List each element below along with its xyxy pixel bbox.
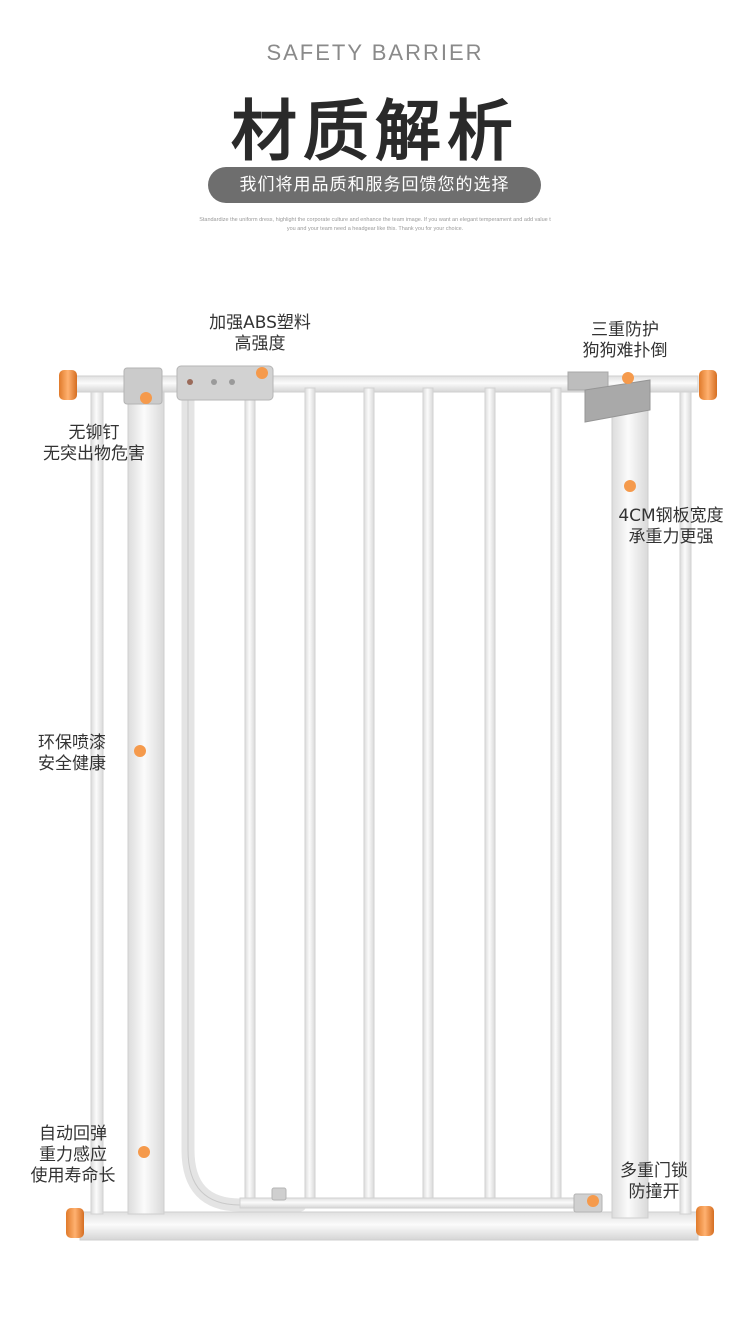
outer-frame bbox=[75, 375, 699, 1241]
left-top-connector bbox=[123, 367, 163, 405]
label-line: 多重门锁 bbox=[620, 1161, 688, 1181]
label-line: 重力感应 bbox=[39, 1145, 107, 1165]
gate-bar bbox=[550, 387, 562, 1201]
gate-bar bbox=[363, 387, 375, 1201]
abs-hinge-block bbox=[176, 365, 274, 401]
annotation-dot bbox=[138, 1146, 150, 1158]
label-line: 环保喷漆 bbox=[38, 733, 106, 753]
knob-bottom-right bbox=[696, 1206, 714, 1236]
knob-top-left bbox=[59, 370, 77, 400]
gate-bottom-bar bbox=[239, 1197, 601, 1209]
label-line: 安全健康 bbox=[38, 754, 106, 774]
annotation-dot bbox=[587, 1195, 599, 1207]
screw-icon bbox=[211, 379, 217, 385]
label-line: 承重力更强 bbox=[628, 527, 714, 547]
fine-print-line: you and your team need a headgear like t… bbox=[286, 226, 464, 232]
pressure-knobs bbox=[59, 370, 717, 1238]
annotation-dot bbox=[140, 392, 152, 404]
label-line: 无铆钉 bbox=[68, 423, 120, 443]
annotation-dot bbox=[256, 367, 268, 379]
page-title: 材质解析 bbox=[231, 93, 519, 170]
label-line: 无突出物危害 bbox=[43, 444, 145, 464]
label-line: 4CM钢板宽度 bbox=[618, 506, 724, 526]
plastic-parts bbox=[123, 365, 651, 1213]
label-steel-width: 4CM钢板宽度 承重力更强 bbox=[606, 506, 736, 548]
right-steel-plate bbox=[611, 391, 649, 1219]
outer-left-post bbox=[90, 391, 104, 1215]
gate-door bbox=[181, 387, 601, 1212]
subtitle-en: SAFETY BARRIER bbox=[266, 40, 484, 65]
outer-right-post bbox=[679, 391, 692, 1215]
label-line: 加强ABS塑料 bbox=[209, 313, 311, 333]
annotation-dot bbox=[624, 480, 636, 492]
annotation-dot bbox=[134, 745, 146, 757]
left-steel-plate bbox=[127, 391, 165, 1215]
bottom-rail bbox=[79, 1211, 699, 1241]
fine-print: Standardize the uniform dress, highlight… bbox=[175, 216, 575, 234]
knob-top-right bbox=[699, 370, 717, 400]
screw-icon bbox=[187, 379, 193, 385]
annotation-dot bbox=[622, 372, 634, 384]
gate-inner-bar bbox=[244, 399, 256, 1201]
label-line: 使用寿命长 bbox=[30, 1166, 116, 1186]
label-line: 狗狗难扑倒 bbox=[582, 341, 668, 361]
label-eco-paint: 环保喷漆 安全健康 bbox=[20, 733, 124, 775]
tagline-pill: 我们将用品质和服务回馈您的选择 bbox=[208, 167, 541, 203]
label-line: 防撞开 bbox=[628, 1182, 680, 1202]
screw-icon bbox=[229, 379, 235, 385]
hinge-bracket bbox=[271, 1187, 287, 1201]
label-auto-rebound: 自动回弹 重力感应 使用寿命长 bbox=[16, 1124, 130, 1187]
gate-door-outline bbox=[181, 393, 307, 1212]
label-abs-plastic: 加强ABS塑料 高强度 bbox=[190, 313, 330, 355]
label-no-rivets: 无铆钉 无突出物危害 bbox=[28, 423, 160, 465]
knob-bottom-left bbox=[66, 1208, 84, 1238]
label-multi-lock: 多重门锁 防撞开 bbox=[604, 1161, 704, 1203]
label-line: 自动回弹 bbox=[39, 1124, 107, 1144]
gate-bar bbox=[422, 387, 434, 1201]
gate-bar bbox=[484, 387, 496, 1201]
label-line: 三重防护 bbox=[591, 320, 659, 340]
label-line: 高强度 bbox=[234, 334, 286, 354]
label-triple-protection: 三重防护 狗狗难扑倒 bbox=[565, 320, 685, 362]
gate-bar bbox=[304, 387, 316, 1201]
fine-print-line: Standardize the uniform dress, highlight… bbox=[199, 217, 551, 223]
annotation-dots bbox=[134, 367, 636, 1207]
